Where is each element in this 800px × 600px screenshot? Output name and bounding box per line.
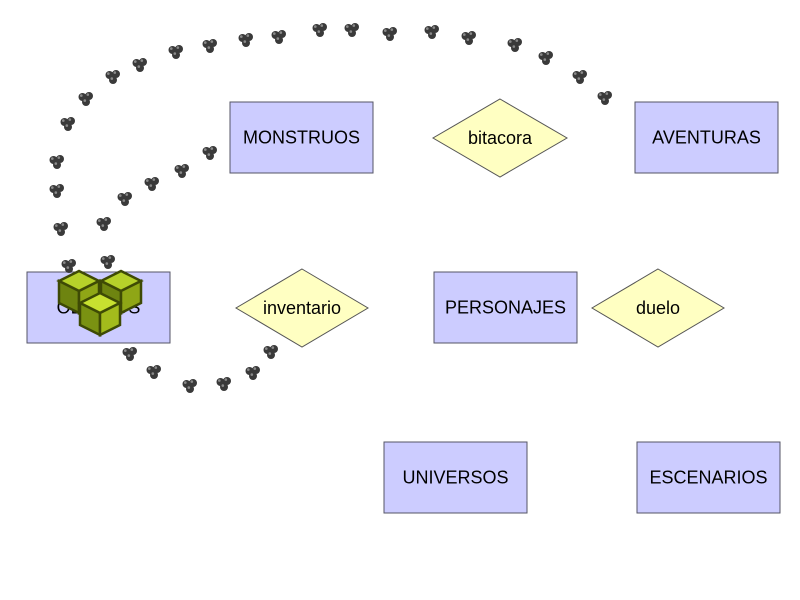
- trail-dot: [202, 146, 217, 160]
- trail-dot: [424, 25, 439, 39]
- trail-dot: [461, 31, 476, 45]
- trail-dot: [105, 70, 120, 84]
- trail-dot: [344, 23, 359, 37]
- trail-dot: [238, 33, 253, 47]
- entity-escenarios-label: ESCENARIOS: [649, 468, 767, 488]
- entity-universos-label: UNIVERSOS: [402, 468, 508, 488]
- trail-dot: [597, 91, 612, 105]
- entity-monstruos-label: MONSTRUOS: [243, 128, 360, 148]
- trail-dot: [61, 259, 76, 273]
- stacked-cubes-icon: [56, 269, 144, 338]
- trail-dot: [382, 27, 397, 41]
- trail-dot: [60, 117, 75, 131]
- entity-personajes-label: PERSONAJES: [445, 298, 566, 318]
- entity-universos[interactable]: UNIVERSOS: [383, 441, 528, 514]
- entity-escenarios[interactable]: ESCENARIOS: [636, 441, 781, 514]
- relationship-duelo-label: duelo: [636, 298, 680, 318]
- trail-dot: [202, 39, 217, 53]
- trail-dot: [132, 58, 147, 72]
- trail-dot: [96, 217, 111, 231]
- relationship-bitacora-label: bitacora: [468, 128, 533, 148]
- trail-dot: [312, 23, 327, 37]
- trail-dot: [572, 70, 587, 84]
- trail-dot: [216, 377, 231, 391]
- trail-dot: [182, 379, 197, 393]
- trail-dot: [117, 192, 132, 206]
- entity-personajes[interactable]: PERSONAJES: [433, 271, 578, 344]
- entity-monstruos[interactable]: MONSTRUOS: [229, 101, 374, 174]
- trail-dot: [49, 155, 64, 169]
- trail-dot: [49, 184, 64, 198]
- relationship-inventario-label: inventario: [263, 298, 341, 318]
- trail-dot: [100, 255, 115, 269]
- trail-dot: [78, 92, 93, 106]
- relationship-bitacora[interactable]: bitacora: [432, 98, 568, 178]
- relationship-inventario[interactable]: inventario: [235, 268, 369, 348]
- trail-dot: [538, 51, 553, 65]
- trail-dot: [53, 222, 68, 236]
- trail-dot: [507, 38, 522, 52]
- trail-dot: [174, 164, 189, 178]
- entity-aventuras[interactable]: AVENTURAS: [634, 101, 779, 174]
- relationship-duelo[interactable]: duelo: [591, 268, 725, 348]
- trail-dot: [168, 45, 183, 59]
- entity-aventuras-label: AVENTURAS: [652, 128, 761, 148]
- trail-dot: [146, 365, 161, 379]
- trail-dot: [263, 345, 278, 359]
- trail-dot: [122, 347, 137, 361]
- trail-dot: [245, 366, 260, 380]
- cursor-drag-trail: [49, 23, 612, 393]
- trail-dot: [271, 30, 286, 44]
- cube-icon: [77, 291, 123, 338]
- trail-dot: [144, 177, 159, 191]
